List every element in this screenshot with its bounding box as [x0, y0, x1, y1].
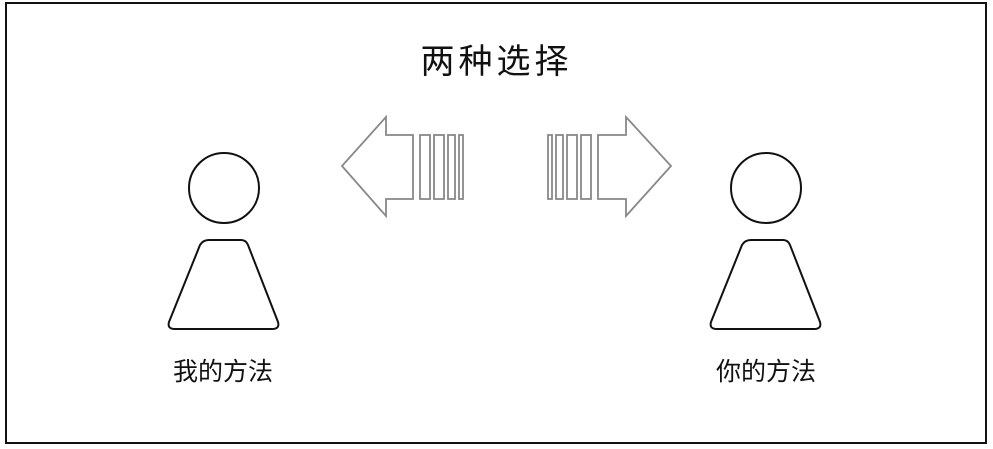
left-person-body — [167, 239, 280, 330]
left-person-icon — [167, 152, 280, 330]
right-arrow-stripe-2 — [555, 134, 564, 200]
diagram-title: 两种选择 — [420, 42, 573, 82]
right-person-label: 你的方法 — [715, 357, 816, 386]
left-arrow-stripe-3 — [447, 134, 456, 200]
right-arrow-icon — [547, 114, 673, 219]
right-arrow-stripe-4 — [580, 134, 592, 200]
left-person-label: 我的方法 — [172, 357, 273, 386]
left-arrow-stripe-2 — [433, 134, 445, 200]
diagram-frame — [5, 2, 987, 444]
right-person-head — [730, 152, 802, 224]
left-person-head — [188, 152, 260, 224]
right-arrow-head — [597, 114, 673, 219]
right-arrow-stripe-3 — [566, 134, 578, 200]
left-arrow-head — [340, 114, 414, 219]
right-person-body — [709, 239, 822, 330]
left-arrow-icon — [340, 114, 464, 219]
right-person-icon — [709, 152, 822, 330]
right-arrow-stripe-1 — [547, 134, 553, 200]
left-arrow-stripe-1 — [419, 134, 431, 200]
left-arrow-stripe-4 — [458, 134, 464, 200]
